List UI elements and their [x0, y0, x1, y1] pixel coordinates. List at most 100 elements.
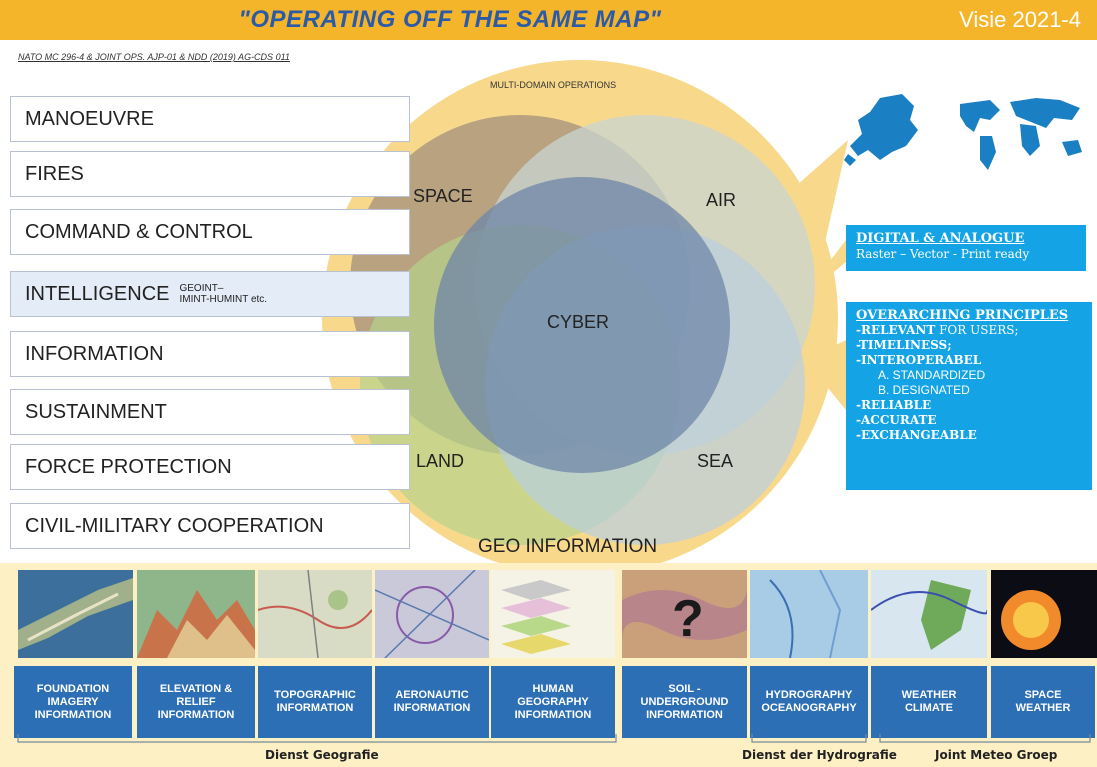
category-line: INFORMATION — [393, 702, 471, 714]
function-label: COMMAND & CONTROL — [25, 220, 253, 243]
principle-designated: B. DESIGNATED — [878, 383, 970, 397]
geografie-bracket — [17, 734, 617, 743]
foundation-imagery-thumbnail — [18, 570, 133, 658]
cyber-circle — [434, 177, 730, 473]
principle-timeliness: -TIMELINESS; — [856, 338, 1082, 353]
category-line: IMAGERY — [47, 695, 99, 708]
category-line: CLIMATE — [904, 702, 954, 714]
principle-standardized: A. STANDARDIZED — [878, 368, 986, 382]
principles-panel: OVERARCHING PRINCIPLES -RELEVANT FOR USE… — [846, 302, 1092, 490]
function-label: FIRES — [25, 162, 84, 185]
category-line: WEATHER — [1015, 702, 1071, 714]
question-mark-icon: ? — [672, 590, 704, 648]
category-line: SOIL - — [668, 682, 701, 695]
multi-domain-label: MULTI-DOMAIN OPERATIONS — [490, 80, 617, 90]
function-fires: FIRES — [10, 151, 410, 197]
function-label: FORCE PROTECTION — [25, 455, 232, 478]
agency-meteo: Joint Meteo Groep — [935, 748, 1058, 762]
space-label: SPACE — [413, 186, 473, 206]
intelligence-sub-line2: IMINT-HUMINT etc. — [179, 294, 268, 305]
category-line: AERONAUTIC — [395, 689, 469, 701]
reference-text: NATO MC 296-4 & JOINT OPS. AJP-01 & NDD … — [18, 52, 290, 62]
category-line: WEATHER — [901, 689, 957, 701]
category-line: FOUNDATION — [36, 682, 110, 695]
hydrography-thumbnail — [750, 570, 868, 658]
category-line: SPACE — [1024, 689, 1062, 701]
space-weather-thumbnail — [991, 570, 1097, 658]
principle-relevant-key: -RELEVANT — [856, 323, 936, 337]
hydrografie-bracket — [751, 734, 867, 743]
function-label: SUSTAINMENT — [25, 400, 167, 423]
category-line: HUMAN — [532, 682, 574, 695]
function-sustainment: SUSTAINMENT — [10, 389, 410, 435]
version-label: Visie 2021-4 — [959, 7, 1081, 32]
agency-hydrografie: Dienst der Hydrografie — [742, 748, 897, 762]
category-line: INFORMATION — [34, 708, 112, 721]
category-line: ELEVATION & — [159, 682, 233, 695]
human-geography-thumbnail — [491, 570, 615, 658]
category-line: INFORMATION — [157, 708, 235, 721]
geo-information-label: GEO INFORMATION — [478, 536, 658, 557]
category-line: INFORMATION — [276, 702, 354, 714]
function-force-protection: FORCE PROTECTION — [10, 444, 410, 490]
principle-reliable-text: -RELIABLE — [856, 398, 932, 412]
agency-geografie: Dienst Geografie — [265, 748, 379, 762]
category-line: UNDERGROUND — [640, 695, 729, 708]
principle-accurate: -ACCURATE — [856, 413, 1082, 428]
meteo-bracket — [879, 734, 1091, 743]
topographic-thumbnail — [258, 570, 372, 658]
category-line: HYDROGRAPHY — [765, 689, 853, 701]
netherlands-map-icon — [844, 94, 918, 166]
world-map-icon — [960, 98, 1082, 170]
function-command-control: COMMAND & CONTROL — [10, 209, 410, 255]
principle-timeliness-text: -TIMELINESS; — [856, 338, 952, 352]
function-information: INFORMATION — [10, 331, 410, 377]
digital-analogue-panel: DIGITAL & ANALOGUE Raster – Vector - Pri… — [846, 225, 1086, 271]
weather-climate-thumbnail — [871, 570, 987, 658]
category-line: TOPOGRAPHIC — [274, 689, 356, 701]
principle-interoperabel: -INTEROPERABEL — [856, 353, 1082, 368]
intelligence-sub-line1: GEOINT– — [179, 283, 224, 294]
principle-relevant: -RELEVANT FOR USERS; — [856, 323, 1082, 338]
function-label: INTELLIGENCE — [25, 282, 170, 305]
category-line: GEOGRAPHY — [517, 695, 589, 708]
principle-reliable: -RELIABLE — [856, 398, 1082, 413]
page-title: "OPERATING OFF THE SAME MAP" — [238, 6, 662, 33]
cyber-label: CYBER — [547, 312, 610, 332]
category-line: INFORMATION — [514, 708, 592, 721]
category-line: RELIEF — [176, 695, 216, 708]
map-icons — [844, 94, 1082, 170]
principles-title: OVERARCHING PRINCIPLES — [856, 308, 1069, 323]
agency-brackets — [17, 734, 1091, 743]
function-label: CIVIL-MILITARY COOPERATION — [25, 514, 324, 537]
digital-title: DIGITAL & ANALOGUE — [856, 231, 1025, 246]
aeronautic-thumbnail — [375, 570, 489, 658]
category-line: INFORMATION — [646, 708, 723, 721]
function-civil-military: CIVIL-MILITARY COOPERATION — [10, 503, 410, 549]
principle-exchangeable: -EXCHANGEABLE — [856, 428, 1082, 443]
header-bar: "OPERATING OFF THE SAME MAP" Visie 2021-… — [0, 0, 1097, 40]
function-label: INFORMATION — [25, 342, 164, 365]
sea-label: SEA — [697, 451, 734, 471]
principle-accurate-text: -ACCURATE — [856, 413, 937, 427]
principle-exchangeable-text: -EXCHANGEABLE — [856, 428, 977, 442]
soil-underground-thumbnail: ? — [622, 570, 747, 658]
digital-subtitle: Raster – Vector - Print ready — [856, 247, 1030, 261]
